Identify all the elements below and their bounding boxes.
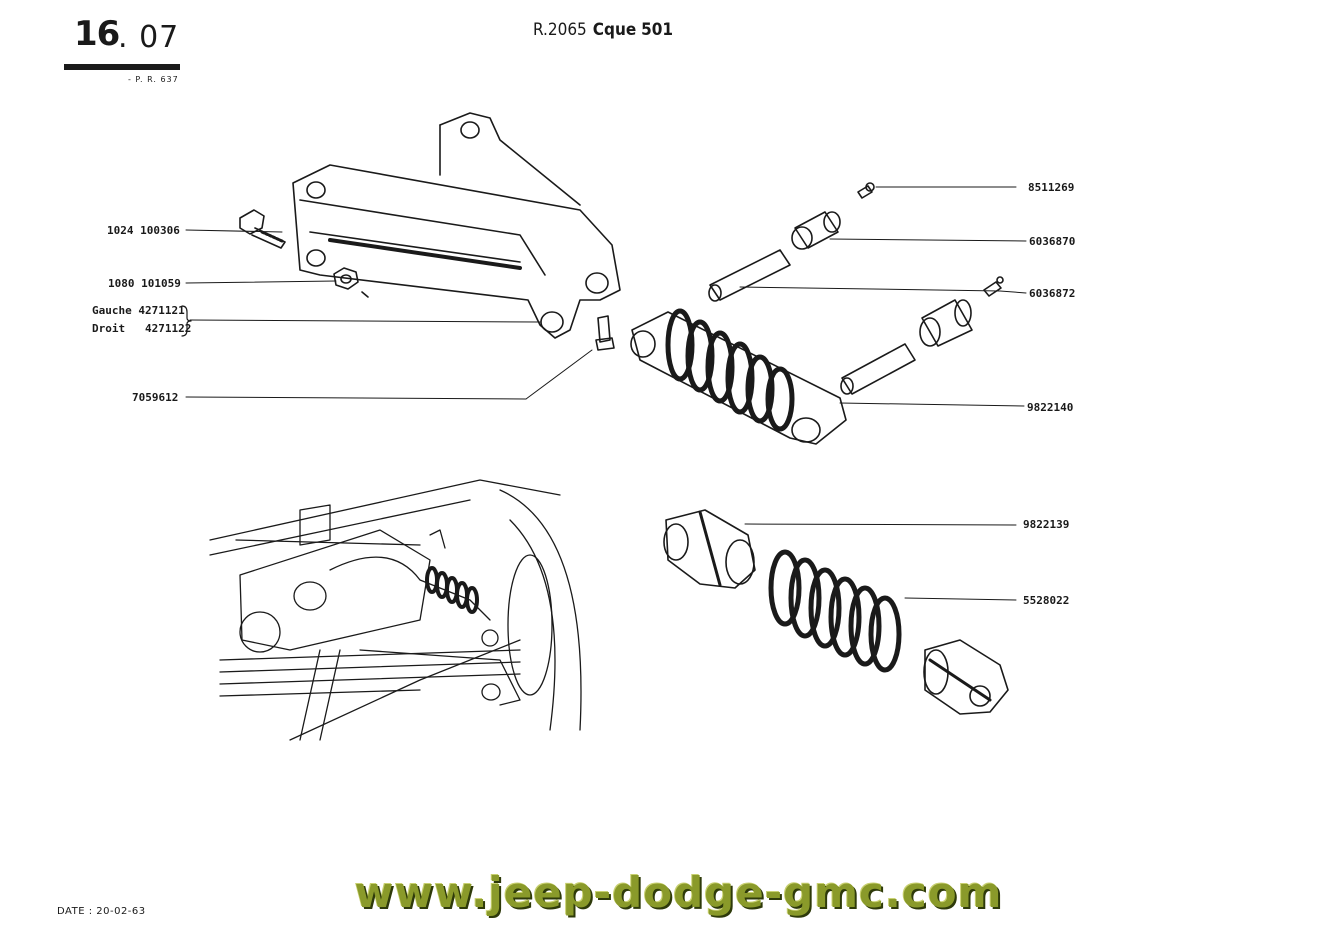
callout-brace <box>181 305 192 337</box>
callout-droit-4271122: Droit 4271122 <box>92 322 192 335</box>
nut-part <box>333 267 369 298</box>
bushing-2-part <box>919 299 973 347</box>
plate-reference: - P. R. 637 <box>128 75 179 84</box>
callout-1024-100306: 1024 100306 <box>107 224 180 237</box>
bolt-part <box>239 209 286 249</box>
pin-2-part <box>840 343 916 395</box>
callout-gauche-4271121: Gauche 4271121 <box>92 304 185 317</box>
small-bolt-part <box>595 315 615 351</box>
callout-6036872: 6036872 <box>1029 287 1076 300</box>
watermark-text: www.jeep-dodge-gmc.com <box>354 868 1003 917</box>
callout-7059612: 7059612 <box>132 391 179 404</box>
model-prefix: R.2065 <box>533 20 587 40</box>
leader-lines <box>185 186 1027 601</box>
header-rule <box>64 64 180 70</box>
callout-5528022: 5528022 <box>1023 594 1070 607</box>
installed-view-sketch <box>209 479 582 741</box>
bushing-part <box>791 211 841 250</box>
coil-spring-part <box>768 549 902 673</box>
bottom-cap-part <box>923 639 1009 715</box>
model-number: 501 <box>641 20 674 40</box>
support-arm-bracket <box>292 112 621 339</box>
grease-nipple-part <box>857 182 875 199</box>
section-number-minor: . 07 <box>118 20 180 55</box>
model-label: Cque <box>592 20 637 40</box>
document-date: DATE : 20-02-63 <box>57 906 146 917</box>
website-watermark: www.jeep-dodge-gmc.com <box>0 868 1333 917</box>
callout-9822140: 9822140 <box>1027 401 1074 414</box>
section-number-major: 16 <box>74 14 120 54</box>
shock-absorber-assembly <box>630 308 847 445</box>
pin-part <box>708 249 791 302</box>
callout-9822139: 9822139 <box>1023 518 1070 531</box>
callout-1080-101059: 1080 101059 <box>108 277 181 290</box>
top-cap-part <box>663 509 756 589</box>
callout-6036870: 6036870 <box>1029 235 1076 248</box>
callout-8511269: 8511269 <box>1028 181 1075 194</box>
grease-nipple-2-part <box>983 276 1004 297</box>
